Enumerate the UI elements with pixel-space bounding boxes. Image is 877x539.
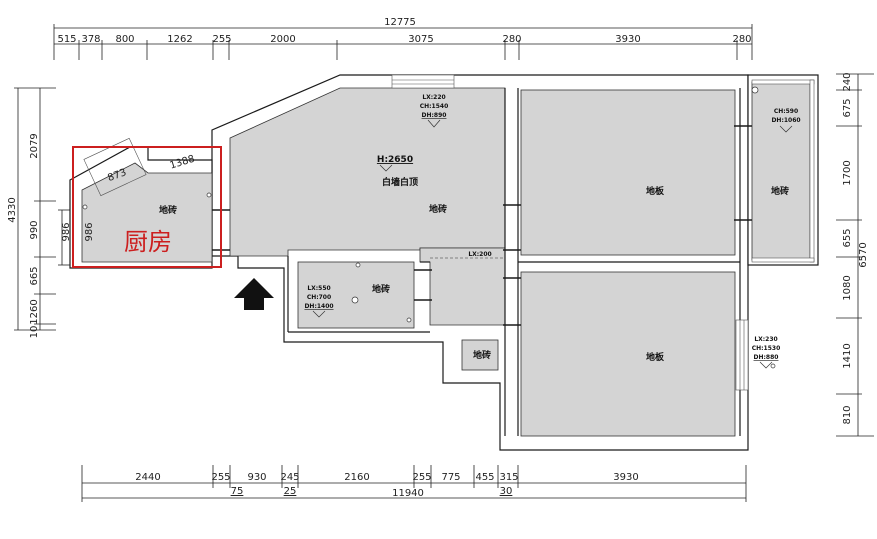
balcony-window-dh: DH:1060 [771, 117, 800, 124]
top-dim-2: 378 [81, 34, 100, 45]
window-notes: LX:220 CH:1540 DH:890 CH:590 DH:1060 LX:… [304, 94, 800, 361]
windows [83, 74, 815, 391]
corridor-floor [419, 247, 506, 326]
small-bath-floor-label: 地砖 [473, 349, 491, 361]
living-height-label: H:2650 [377, 155, 413, 165]
left-dim-1: 2079 [29, 133, 40, 158]
top-dim-7: 3075 [408, 34, 433, 45]
bottom-dim-2: 255 [211, 472, 230, 483]
bath-window-dh: DH:1400 [304, 303, 333, 310]
passage-note: LX:200 [468, 251, 491, 258]
kitchen-dim-986-outer: 986 [61, 222, 72, 241]
kitchen-dim-986-inner: 986 [84, 222, 95, 241]
bottom-total-dim: 11940 [392, 488, 424, 499]
top-dim-1: 515 [57, 34, 76, 45]
right-window-ch: CH:1530 [752, 345, 781, 352]
top-dim-4: 1262 [167, 34, 192, 45]
bath-floor-label: 地砖 [372, 283, 390, 295]
left-dim-4: 1260 [29, 299, 40, 324]
top-dim-8: 280 [502, 34, 521, 45]
left-dim-5: 10 [29, 326, 40, 339]
top-dim-3: 800 [115, 34, 134, 45]
right-dim-2: 675 [842, 98, 853, 117]
entrance-arrow-icon [234, 278, 274, 310]
right-dim-4: 655 [842, 228, 853, 247]
right-dim-3: 1700 [842, 160, 853, 185]
bedroom1-floor-label: 地板 [646, 185, 665, 197]
bottom-dim-1: 2440 [135, 472, 160, 483]
right-dim-6: 1410 [842, 343, 853, 368]
fixtures [82, 86, 776, 369]
bottom-dim-9: 315 [499, 472, 518, 483]
top-window-ch: CH:1540 [420, 103, 449, 110]
room-floors [81, 81, 811, 437]
bathroom-floor [297, 261, 415, 329]
bath-window-ch: CH:700 [307, 294, 331, 301]
bottom-dim-3: 930 [247, 472, 266, 483]
right-dim-7: 810 [842, 405, 853, 424]
kitchen-room-label: 厨房 [124, 228, 172, 256]
top-dim-10: 280 [732, 34, 751, 45]
bottom-dim-7: 775 [441, 472, 460, 483]
bottom-dimension-chain [81, 465, 747, 502]
top-dim-6: 2000 [270, 34, 295, 45]
right-dimension-chain [836, 73, 874, 437]
bottom-dim-6: 255 [412, 472, 431, 483]
bottom-dim-4: 245 [280, 472, 299, 483]
living-floor-label: 地砖 [429, 203, 447, 215]
left-dim-2: 990 [29, 220, 40, 239]
top-window-dh: DH:890 [422, 112, 447, 119]
bedroom2-floor [520, 271, 736, 437]
balcony-floor-label: 地砖 [771, 185, 789, 197]
balcony-window-ch: CH:590 [774, 108, 798, 115]
balcony-floor [751, 81, 811, 261]
door-markers [212, 125, 752, 326]
small-bath-floor [461, 339, 499, 371]
top-dimension-chain [53, 24, 753, 60]
right-dim-1: 240 [842, 72, 853, 91]
kitchen-floor [81, 162, 213, 263]
bottom-dim-5: 2160 [344, 472, 369, 483]
right-window-dh: DH:880 [754, 354, 779, 361]
top-window-lx: LX:220 [422, 94, 445, 101]
bottom-dim-8: 455 [475, 472, 494, 483]
left-dim-3: 665 [29, 266, 40, 285]
bath-window-lx: LX:550 [307, 285, 330, 292]
bottom-sub-dim-3: 30 [500, 486, 513, 497]
right-outer-dim: 6570 [858, 242, 869, 267]
right-dim-5: 1080 [842, 275, 853, 300]
marker-arrows [312, 119, 793, 369]
living-ceiling-label: 白墙白顶 [382, 176, 418, 188]
bottom-dim-10: 3930 [613, 472, 638, 483]
bottom-sub-dim-1: 75 [231, 486, 244, 497]
kitchen-highlight-box [72, 146, 222, 268]
bottom-sub-dim-2: 25 [284, 486, 297, 497]
top-dim-5: 255 [212, 34, 231, 45]
top-dim-9: 3930 [615, 34, 640, 45]
right-window-lx: LX:230 [754, 336, 777, 343]
left-outer-dim: 4330 [7, 197, 18, 222]
left-dimension-chain [14, 87, 74, 331]
kitchen-floor-label: 地砖 [159, 204, 177, 216]
top-total-dim: 12775 [384, 17, 416, 28]
bedroom1-floor [520, 89, 736, 256]
bedroom2-floor-label: 地板 [646, 351, 665, 363]
